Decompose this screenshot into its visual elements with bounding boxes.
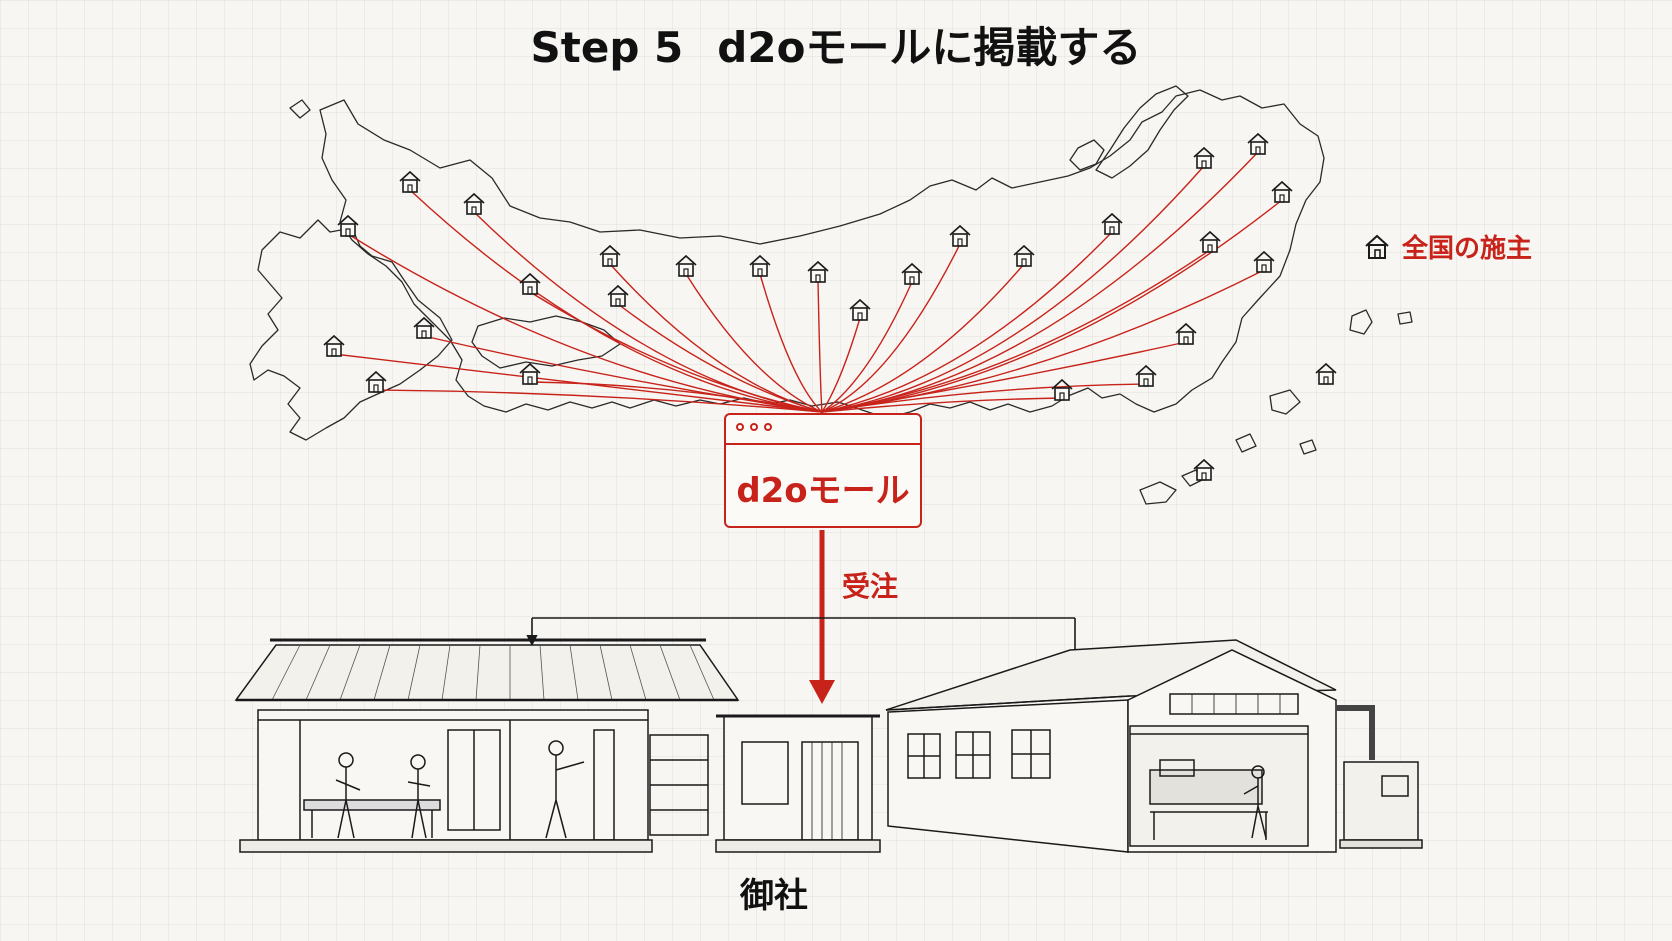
house-icon xyxy=(1193,458,1215,481)
house-icon xyxy=(1315,362,1337,385)
house-icon xyxy=(399,170,421,193)
map-main-island xyxy=(319,89,1325,419)
house-icon xyxy=(1175,322,1197,345)
connection-line xyxy=(817,279,823,413)
house-icon xyxy=(413,316,435,339)
house-icon xyxy=(1199,230,1221,253)
connection-line xyxy=(821,341,1187,413)
window-dot-icon xyxy=(764,423,772,431)
window-dot-icon xyxy=(750,423,758,431)
house-icon xyxy=(1051,378,1073,401)
house-icon xyxy=(337,214,359,237)
connection-line xyxy=(617,303,823,413)
page-title: Step 5 d2oモールに掲載する xyxy=(0,14,1672,75)
title-step: Step 5 xyxy=(530,23,684,72)
legend: 全国の施主 xyxy=(1362,228,1532,265)
map-island-9 xyxy=(289,99,311,119)
house-icon xyxy=(1013,244,1035,267)
map-island-2 xyxy=(1349,309,1373,335)
mall-label: d2oモール xyxy=(736,471,910,511)
house-icon xyxy=(519,272,541,295)
order-arrow xyxy=(809,530,835,704)
house-icon xyxy=(749,254,771,277)
connection-line xyxy=(821,269,1265,413)
house-icon xyxy=(463,192,485,215)
house-icon xyxy=(1135,364,1157,387)
house-icon xyxy=(807,260,829,283)
order-label: 受注 xyxy=(842,570,899,603)
workshop-illustration xyxy=(234,638,881,853)
connection-line xyxy=(529,381,823,413)
connection-line xyxy=(529,291,823,413)
house-icon xyxy=(519,362,541,385)
map-island-1 xyxy=(1069,139,1105,171)
map-island-6 xyxy=(1235,433,1257,453)
house-icon xyxy=(849,298,871,321)
map-island-4 xyxy=(1269,389,1301,415)
map-north-island xyxy=(1095,85,1189,179)
house-icon xyxy=(1193,146,1215,169)
house-icon xyxy=(1247,132,1269,155)
factory-illustration xyxy=(885,639,1423,853)
house-icon xyxy=(365,370,387,393)
company-label: 御社 xyxy=(740,876,808,916)
connection-line xyxy=(821,249,1211,413)
connection-line xyxy=(409,189,823,413)
connection-line xyxy=(333,353,823,413)
house-icon xyxy=(607,284,629,307)
window-dot-icon xyxy=(736,423,744,431)
house-icon xyxy=(1365,234,1389,259)
map-shikoku xyxy=(471,315,621,369)
map-west-island xyxy=(249,219,453,441)
connection-line xyxy=(821,231,1113,413)
connection-line xyxy=(821,383,1147,413)
house-icon xyxy=(901,262,923,285)
house-markers xyxy=(323,132,1337,481)
house-icon xyxy=(949,224,971,247)
connection-line xyxy=(821,397,1063,413)
house-icon xyxy=(599,244,621,267)
connection-line xyxy=(685,273,823,413)
connection-line xyxy=(821,165,1205,413)
house-icon xyxy=(1101,212,1123,235)
connection-line xyxy=(759,273,823,413)
house-icon xyxy=(323,334,345,357)
connection-line xyxy=(821,317,861,413)
house-icon xyxy=(1271,180,1293,203)
map-island-3 xyxy=(1397,311,1413,325)
connection-line xyxy=(821,281,913,413)
connection-line xyxy=(609,263,823,413)
connection-line xyxy=(821,243,961,413)
map-island-5 xyxy=(1139,481,1177,505)
legend-label: 全国の施主 xyxy=(1402,234,1533,264)
connection-line xyxy=(423,335,823,413)
title-text: d2oモールに掲載する xyxy=(717,23,1142,72)
map-island-7 xyxy=(1299,439,1317,455)
connection-line xyxy=(821,199,1283,413)
house-icon xyxy=(675,254,697,277)
connection-line xyxy=(821,263,1025,413)
house-icon xyxy=(1253,250,1275,273)
mall-box: d2oモール xyxy=(724,413,922,528)
browser-window-icon xyxy=(726,415,920,445)
connection-line xyxy=(375,389,823,413)
connection-lines xyxy=(333,151,1283,413)
